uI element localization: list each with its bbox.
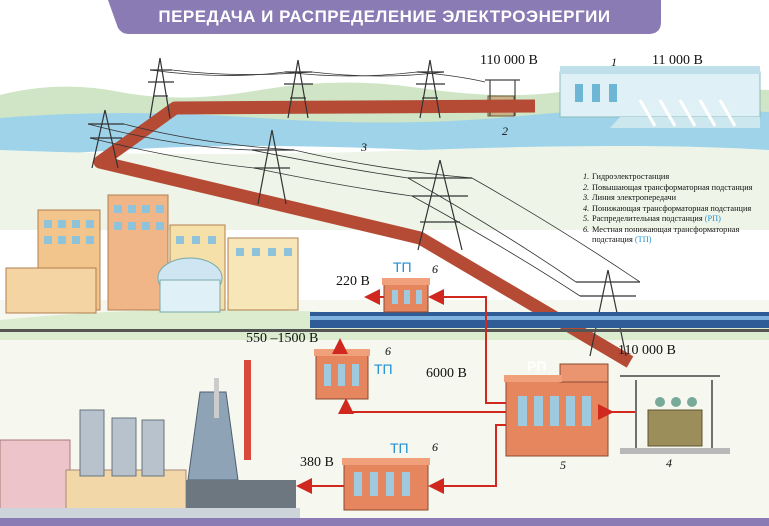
label-tp-industry: ТП — [390, 440, 409, 456]
river — [0, 108, 769, 155]
callout-power-line: 3 — [361, 140, 367, 154]
voltage-residential: 220 В — [336, 274, 370, 289]
callout-step-down-substation: 4 — [666, 456, 672, 470]
page-title: ПЕРЕДАЧА И РАСПРЕДЕЛЕНИЕ ЭЛЕКТРОЭНЕРГИИ — [158, 7, 611, 26]
tp-residential-building — [382, 278, 430, 313]
voltage-transport: 550 –1500 В — [246, 331, 319, 346]
label-tp-residential: ТП — [393, 259, 412, 275]
residential-buildings — [5, 194, 299, 314]
arrow-to-tp-industry — [428, 424, 506, 494]
voltage-generator: 11 000 В — [652, 53, 703, 68]
voltage-step-up: 110 000 В — [480, 53, 538, 68]
legend-item: 5. Распределительная подстанция (РП) — [583, 214, 769, 225]
legend-item: 3. Линия электропередачи — [583, 193, 769, 204]
callout-hydro-plant: 1 — [611, 55, 617, 69]
arrow-to-tp-residential — [428, 289, 506, 404]
legend-item-number: 1. — [583, 172, 590, 181]
rp-building — [504, 363, 609, 457]
label-rp: РП — [527, 358, 547, 374]
voltage-rp-input: 110 000 В — [618, 343, 676, 358]
arrow-to-tp-transport — [338, 398, 506, 414]
legend: 1. Гидроэлектростанция 2. Повышающая тра… — [583, 172, 769, 246]
legend-item-number: 5. — [583, 214, 590, 223]
step-down-substation — [620, 375, 730, 454]
legend-item-text: Местная понижающая трансформаторная подс… — [592, 224, 740, 245]
legend-item-text: Гидроэлектростанция — [592, 172, 670, 181]
power-line-wires — [87, 69, 641, 297]
legend-item: 2. Повышающая трансформаторная подстанци… — [583, 183, 769, 194]
legend-item: 6. Местная понижающая трансформаторная п… — [583, 225, 769, 246]
callout-tp-transport: 6 — [385, 344, 391, 358]
legend-item-number: 3. — [583, 193, 590, 202]
callout-tp-residential: 6 — [432, 262, 438, 276]
callout-tp-industry: 6 — [432, 440, 438, 454]
legend-item-text: Линия электропередачи — [592, 193, 677, 202]
legend-item-number: 6. — [583, 224, 590, 234]
legend-item: 4. Понижающая трансформаторная подстанци… — [583, 204, 769, 215]
tp-industry-building — [342, 458, 430, 511]
legend-item-text: Распределительная подстанция (РП) — [592, 214, 721, 223]
tp-transport-building — [314, 349, 370, 400]
callout-rp-building: 5 — [560, 458, 566, 472]
legend-item-text: Понижающая трансформаторная подстанция — [592, 203, 752, 213]
title-banner — [108, 0, 661, 34]
legend-item-number: 4. — [583, 203, 590, 213]
distribution-arrows — [296, 289, 635, 494]
train — [0, 312, 769, 332]
plain — [0, 146, 769, 230]
legend-item-text: Повышающая трансформаторная подстанция — [592, 182, 753, 192]
legend-item-number: 2. — [583, 182, 590, 192]
bottom-border — [0, 518, 769, 526]
hydro-plant — [559, 66, 761, 128]
callout-step-up-substation: 2 — [502, 124, 508, 138]
voltage-industry: 380 В — [300, 455, 334, 470]
energy-flow-band — [93, 99, 634, 368]
label-tp-transport: ТП — [374, 361, 393, 377]
voltage-distribution: 6000 В — [426, 366, 467, 381]
legend-item: 1. Гидроэлектростанция — [583, 172, 769, 183]
